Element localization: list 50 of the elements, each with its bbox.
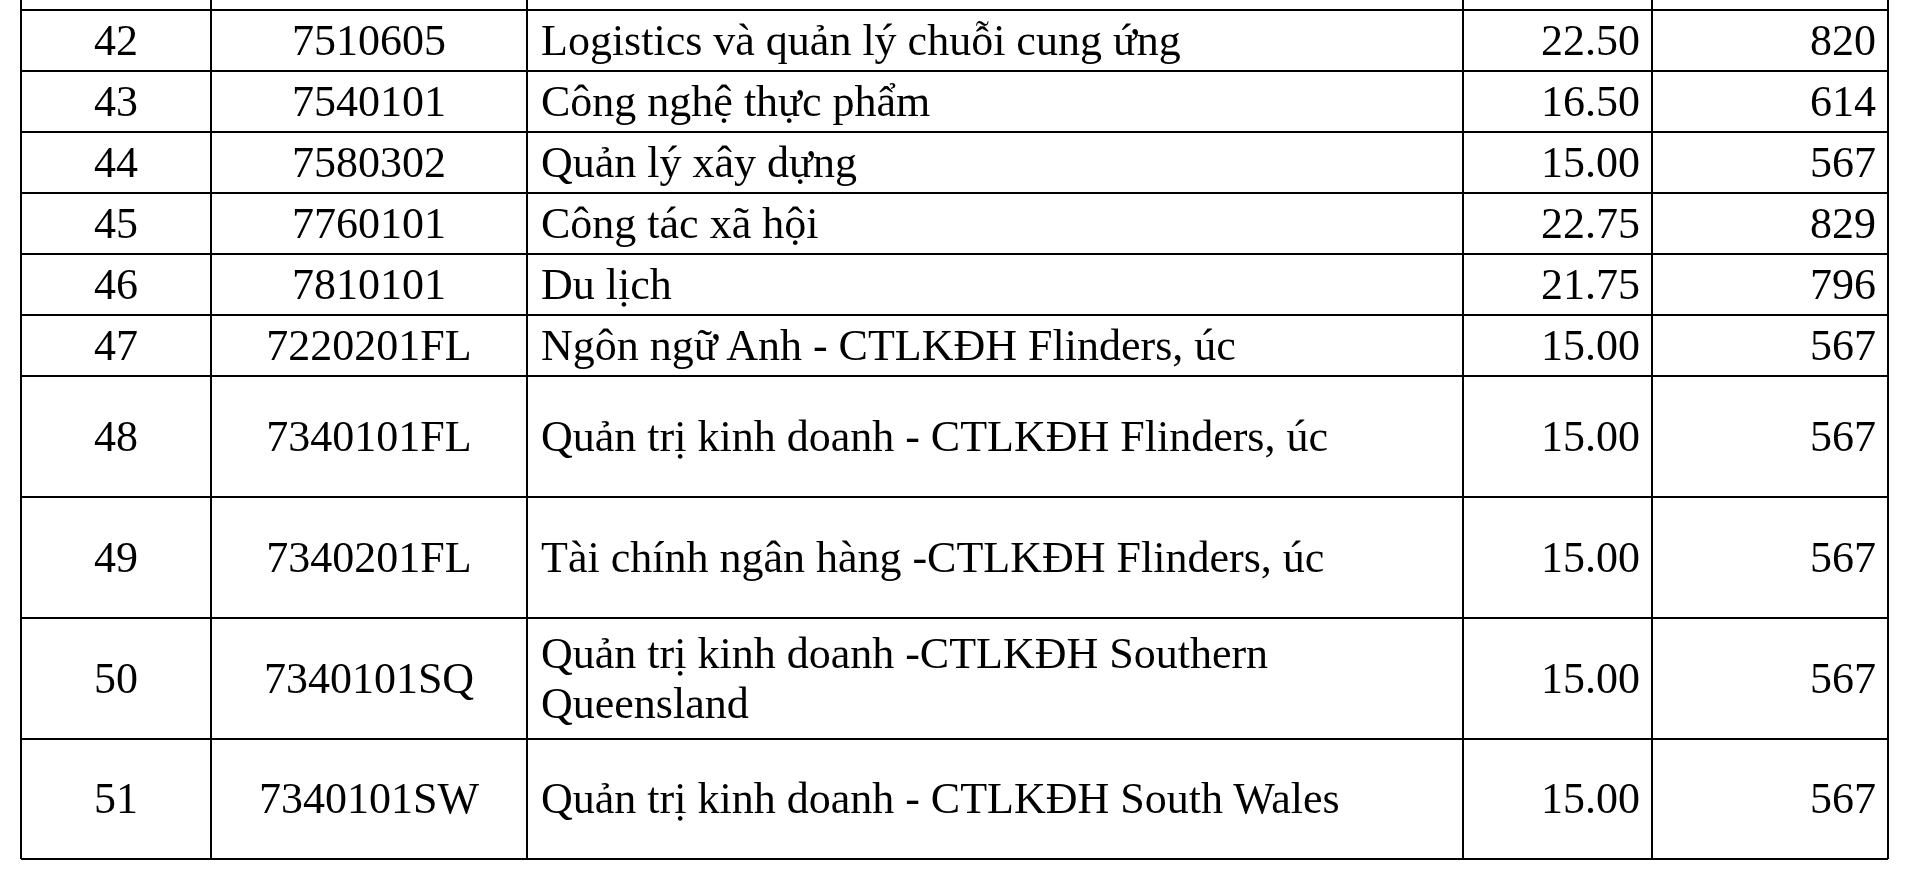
admission-score: 15.00: [1541, 532, 1640, 583]
program-code: 7340101SQ: [263, 653, 475, 704]
row-number: 47: [94, 320, 138, 371]
program-code: 7220201FL: [266, 320, 472, 371]
admission-score: 21.75: [1541, 259, 1640, 310]
score-equivalent: 567: [1810, 137, 1876, 188]
row-number: 45: [94, 198, 138, 249]
score-equivalent: 796: [1810, 259, 1876, 310]
admission-score: 16.50: [1541, 76, 1640, 127]
score-equivalent: 614: [1810, 76, 1876, 127]
admission-score: 15.00: [1541, 653, 1640, 704]
program-name: Quản trị kinh doanh - CTLKĐH South Wales: [541, 774, 1340, 824]
program-code: 7510605: [292, 15, 446, 66]
program-name: Ngôn ngữ Anh - CTLKĐH Flinders, úc: [541, 320, 1236, 371]
program-name: Quản trị kinh doanh - CTLKĐH Flinders, úc: [541, 411, 1328, 462]
program-code: 7810101: [292, 259, 446, 310]
admission-score: 15.00: [1541, 137, 1640, 188]
program-name: Logistics và quản lý chuỗi cung ứng: [541, 15, 1181, 66]
program-code: 7340101FL: [266, 411, 472, 462]
program-name: Công nghệ thực phẩm: [541, 76, 931, 127]
admission-score: 15.00: [1541, 320, 1640, 371]
score-equivalent: 829: [1810, 198, 1876, 249]
row-number: 42: [94, 15, 138, 66]
program-name: Quản lý xây dựng: [541, 137, 857, 188]
program-name: Du lịch: [541, 259, 672, 310]
program-code: 7760101: [292, 198, 446, 249]
program-name: Quản trị kinh doanh -CTLKĐH Southern Queensland: [541, 628, 1270, 729]
program-code: 7340101SW: [259, 774, 479, 824]
score-equivalent: 567: [1810, 653, 1876, 704]
score-equivalent: 567: [1810, 774, 1876, 824]
row-number: 46: [94, 259, 138, 310]
score-equivalent: 820: [1810, 15, 1876, 66]
row-number: 48: [94, 411, 138, 462]
program-code: 7580302: [292, 137, 446, 188]
row-number: 50: [94, 653, 138, 704]
row-number: 51: [94, 774, 138, 824]
program-name: Công tác xã hội: [541, 198, 819, 249]
score-equivalent: 567: [1810, 532, 1876, 583]
score-equivalent: 567: [1810, 411, 1876, 462]
program-name: Tài chính ngân hàng -CTLKĐH Flinders, úc: [541, 532, 1325, 583]
program-code: 7340201FL: [266, 532, 472, 583]
row-number: 43: [94, 76, 138, 127]
score-equivalent: 567: [1810, 320, 1876, 371]
admission-score: 22.75: [1541, 198, 1640, 249]
program-code: 7540101: [292, 76, 446, 127]
row-number: 44: [94, 137, 138, 188]
admission-score: 15.00: [1541, 774, 1640, 824]
admission-score: 22.50: [1541, 15, 1640, 66]
admission-score: 15.00: [1541, 411, 1640, 462]
row-number: 49: [94, 532, 138, 583]
